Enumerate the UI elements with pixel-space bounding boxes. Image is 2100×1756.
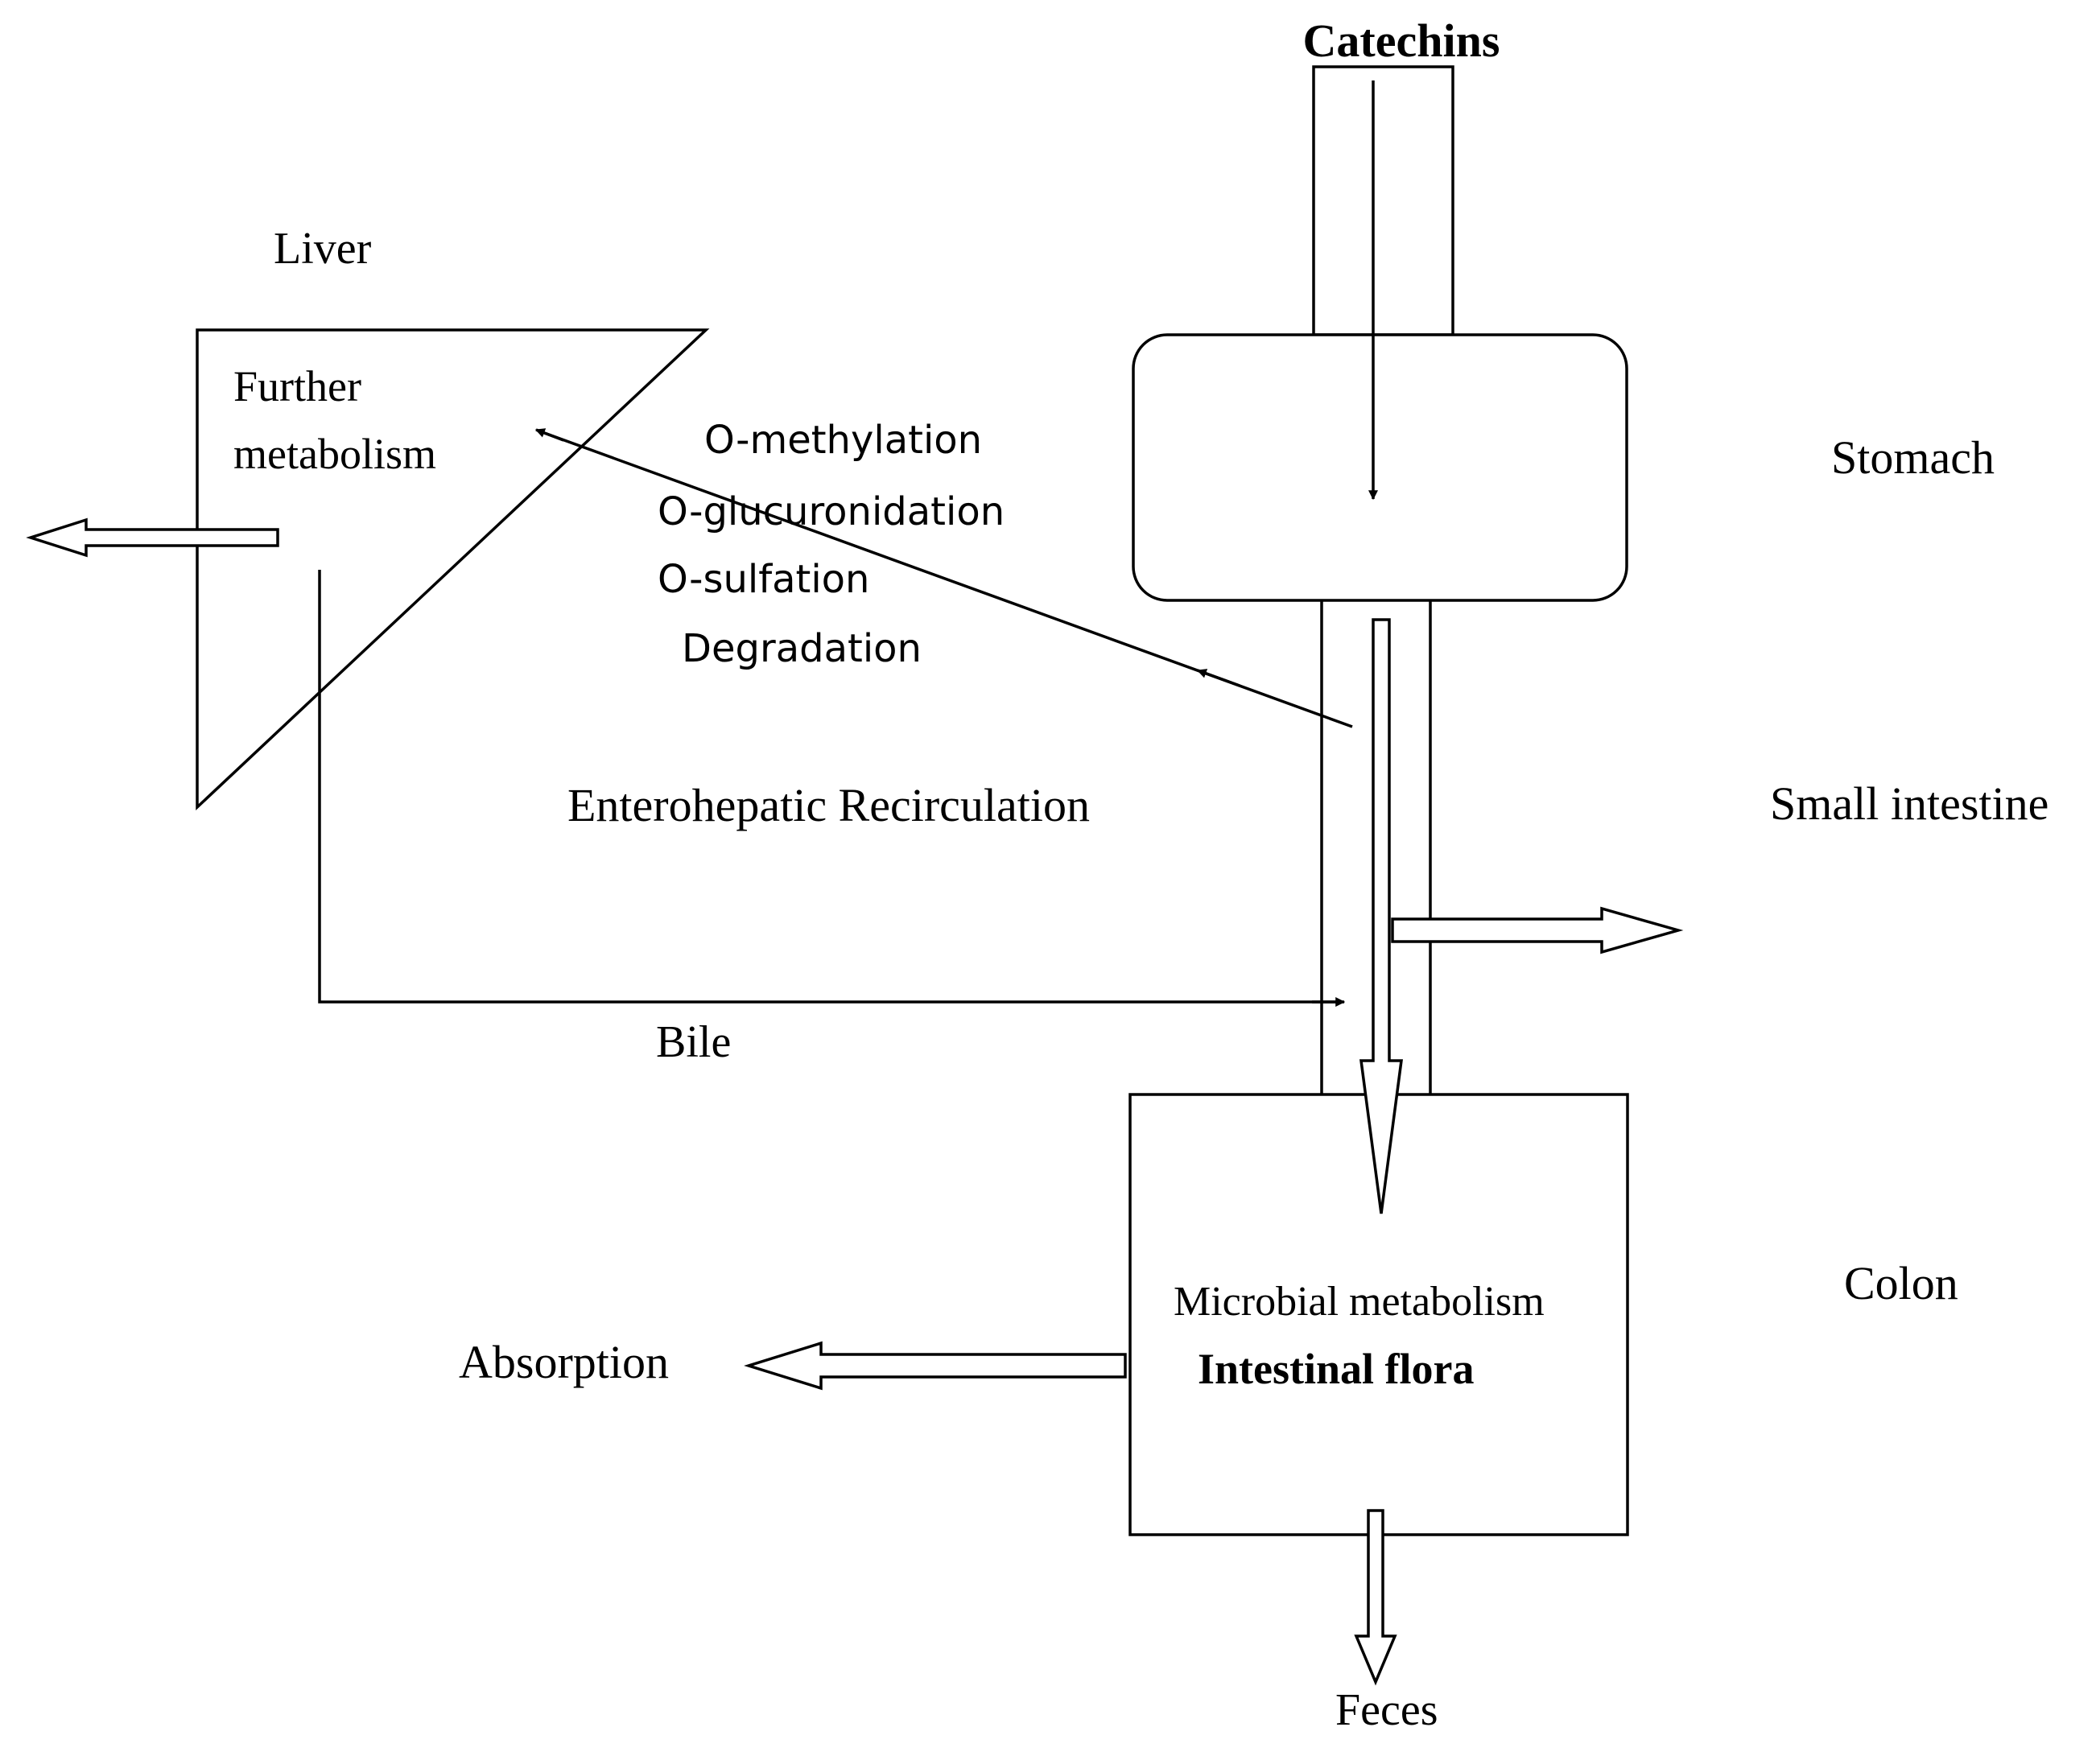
feces-label: Feces [1335, 1685, 1438, 1735]
microbial-metabolism-label: Microbial metabolism [1174, 1279, 1545, 1325]
small-intestine-label: Small intestine [1770, 777, 2048, 830]
colon-label: Colon [1844, 1257, 1958, 1309]
further-metabolism-label-line2: metabolism [233, 430, 436, 478]
absorption-label: Absorption [459, 1336, 669, 1388]
bile-label: Bile [656, 1017, 731, 1067]
intestinal-flora-label: Intestinal flora [1198, 1345, 1475, 1393]
portal-transport-arrow-tip [534, 428, 564, 442]
enterohepatic-recirculation-label: Enterohepatic Recirculation [567, 779, 1090, 831]
small-intestine-absorption-arrow [1391, 906, 1684, 954]
reaction-o-methylation: O-methylation [704, 418, 982, 463]
liver-triangle [196, 328, 710, 811]
reaction-o-glucuronidation: O-glucuronidation [658, 489, 1005, 534]
stomach-label: Stomach [1831, 431, 1995, 484]
reaction-o-sulfation: O-sulfation [658, 557, 869, 602]
esophagus-tube [1312, 65, 1454, 336]
feces-arrow [1354, 1509, 1397, 1686]
colon-absorption-arrow [744, 1341, 1127, 1391]
portal-transport-mid-arrow [1196, 669, 1240, 687]
liver-label: Liver [274, 224, 372, 274]
bile-duct-line [318, 570, 1343, 1004]
intestinal-transit-arrow [1359, 618, 1403, 1214]
further-metabolism-label-line1: Further [233, 362, 361, 410]
catechins-label: Catechins [1303, 14, 1500, 67]
further-metabolism-arrow [26, 517, 279, 558]
stomach-shape [1132, 333, 1628, 602]
reaction-degradation: Degradation [682, 626, 922, 671]
